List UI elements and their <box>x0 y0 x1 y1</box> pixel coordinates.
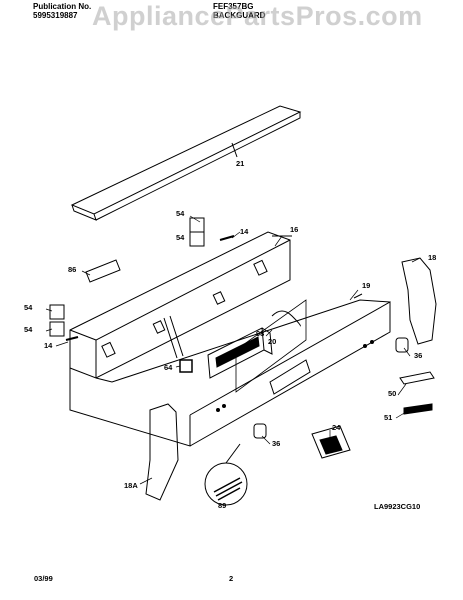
part-label-19: 19 <box>362 281 371 290</box>
screw-detail <box>204 443 248 506</box>
publication-label: Publication No. <box>33 2 92 11</box>
part-label-54b: 54 <box>176 233 185 242</box>
watermark: AppliancePartsPros.com <box>92 1 423 31</box>
terminal-block <box>85 259 121 283</box>
part-label-89: 89 <box>218 501 227 510</box>
wire-harness <box>271 310 301 327</box>
switch-block <box>49 304 65 320</box>
part-label-64: 64 <box>164 363 173 372</box>
part-label-54: 54 <box>176 209 185 218</box>
indicator-light <box>179 359 193 373</box>
part-label-98: 98 <box>256 329 265 338</box>
part-label-54c: 54 <box>24 303 33 312</box>
part-label-50: 50 <box>388 389 397 398</box>
part-label-54d: 54 <box>24 325 33 334</box>
footer-date: 03/99 <box>34 574 53 583</box>
part-label-16: 16 <box>290 225 299 234</box>
trim-strip <box>70 105 302 221</box>
console-panel <box>69 293 391 447</box>
end-cap-left <box>145 403 179 501</box>
publication-number: 5995319887 <box>33 11 78 20</box>
screw <box>219 235 235 241</box>
backguard-panel <box>69 231 292 379</box>
part-label-51: 51 <box>384 413 393 422</box>
section-title: BACKGUARD <box>213 11 266 20</box>
part-label-18: 18 <box>428 253 437 262</box>
part-label-21: 21 <box>236 159 245 168</box>
knob <box>395 337 409 353</box>
drawing-code: LA9923CG10 <box>374 502 421 511</box>
part-label-18a: 18A <box>124 481 138 490</box>
knob <box>253 423 267 439</box>
vent-strip <box>403 403 433 415</box>
part-label-36: 36 <box>414 351 423 360</box>
bracket <box>399 371 435 385</box>
switch-block <box>49 321 65 337</box>
part-label-36b: 36 <box>272 439 281 448</box>
switch-block <box>189 231 205 247</box>
model-number: FEF357BG <box>213 2 254 11</box>
part-label-14b: 14 <box>44 341 53 350</box>
part-label-20: 20 <box>268 337 277 346</box>
screw <box>65 336 79 341</box>
rocker-switch <box>311 425 351 459</box>
part-label-24: 24 <box>332 423 341 432</box>
leader-lines <box>45 215 421 485</box>
part-label-14: 14 <box>240 227 249 236</box>
end-cap-right <box>401 257 437 345</box>
clock-timer <box>207 327 273 379</box>
part-label-86: 86 <box>68 265 77 274</box>
footer-page: 2 <box>229 574 234 583</box>
